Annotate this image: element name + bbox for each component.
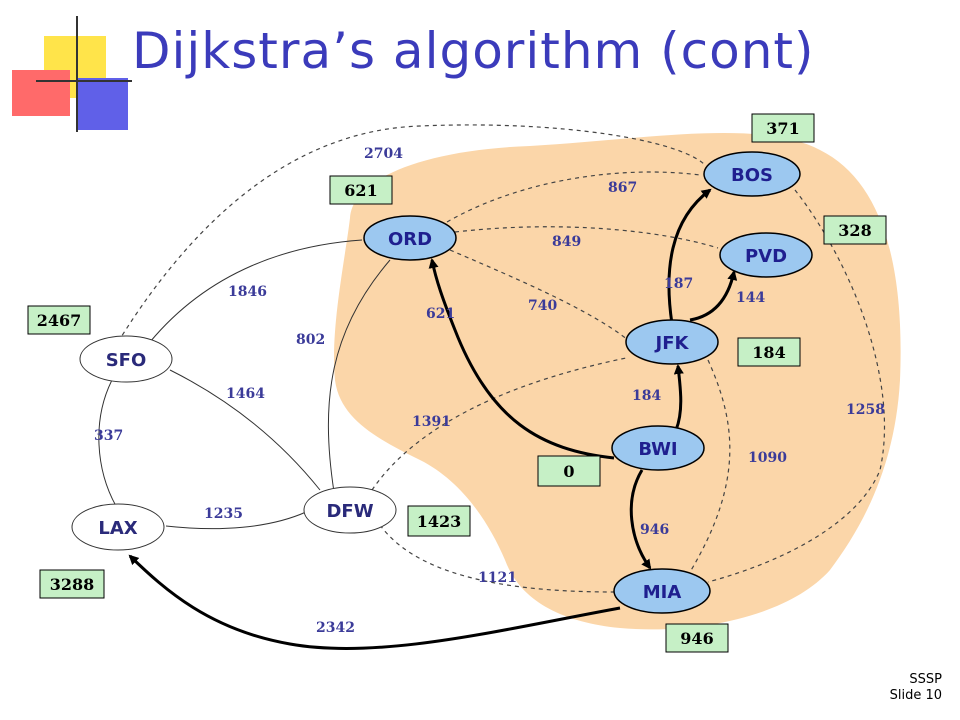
node-jfk-label: JFK: [654, 333, 690, 354]
edge-bwi-jfk: [673, 364, 684, 431]
node-dfw[interactable]: DFW: [303, 486, 397, 534]
decor-red-square: [12, 70, 70, 116]
node-bwi-label: BWI: [638, 439, 677, 460]
distance-pvd: 328: [838, 221, 871, 240]
node-pvd-label: PVD: [745, 246, 787, 267]
distance-box-jfk: 184: [737, 337, 801, 367]
distance-bwi: 0: [563, 462, 574, 481]
slide-footer: SSSP Slide 10: [890, 672, 942, 704]
edge-weight-mia-lax: 2342: [316, 620, 355, 636]
distance-box-lax: 3288: [39, 569, 105, 599]
distance-bos: 371: [766, 119, 799, 138]
edge-weight-sfo-bos: 2704: [364, 146, 403, 162]
distance-lax: 3288: [50, 575, 95, 594]
node-sfo-label: SFO: [106, 350, 147, 371]
distance-dfw: 1423: [417, 512, 462, 531]
node-jfk[interactable]: JFK: [625, 319, 719, 365]
distance-box-sfo: 2467: [27, 305, 91, 335]
edge-ord-pvd: [454, 226, 719, 249]
distance-box-ord: 621: [329, 175, 393, 205]
edge-weight-sfo-ord: 1846: [228, 284, 267, 300]
edge-sfo-dfw: [169, 369, 321, 491]
edge-mia-lax: [128, 554, 621, 650]
node-bos[interactable]: BOS: [703, 151, 801, 197]
edge-weight-bos-mia: 1258: [846, 402, 885, 418]
node-bos-label: BOS: [731, 165, 773, 186]
edge-weight-jfk-mia: 1090: [748, 450, 787, 466]
node-ord-label: ORD: [388, 229, 432, 250]
edge-ord-bos: [446, 171, 701, 223]
decor-horizontal-line: [36, 80, 132, 82]
distance-sfo: 2467: [37, 311, 82, 330]
edge-jfk-mia: [689, 359, 731, 573]
node-dfw-label: DFW: [326, 501, 373, 522]
edge-weight-dfw-jfk: 1391: [412, 414, 451, 430]
edge-weight-sfo-lax: 337: [94, 428, 123, 444]
edge-ord-jfk: [449, 249, 629, 341]
decor-vertical-line: [76, 16, 78, 132]
distance-box-bwi: 0: [537, 455, 601, 487]
edge-sfo-bos: [117, 124, 706, 343]
edge-weight-dfw-mia: 1121: [478, 570, 517, 586]
distance-ord: 621: [344, 181, 377, 200]
node-bwi[interactable]: BWI: [611, 425, 705, 471]
edge-weight-ord-pvd: 849: [552, 234, 581, 250]
edge-dfw-mia: [379, 524, 615, 593]
distance-box-dfw: 1423: [407, 505, 471, 537]
edge-weight-jfk-bos: 187: [664, 276, 693, 292]
node-mia-label: MIA: [643, 582, 682, 603]
node-ord[interactable]: ORD: [363, 215, 457, 261]
node-sfo[interactable]: SFO: [79, 335, 173, 383]
edge-bwi-ord: [428, 258, 615, 460]
edge-bos-mia: [707, 189, 886, 583]
footer-slide-number: Slide 10: [889, 688, 942, 703]
edge-dfw-ord: [327, 259, 391, 493]
edge-sfo-lax: [98, 379, 117, 507]
edge-weight-jfk-pvd: 144: [736, 290, 765, 306]
footer-topic: SSSP: [909, 672, 942, 687]
edge-weight-lax-dfw: 1235: [204, 506, 243, 522]
visited-cloud: [333, 133, 901, 630]
distance-box-mia: 946: [665, 623, 729, 653]
decor-blue-square: [76, 78, 128, 130]
node-lax-label: LAX: [98, 518, 137, 539]
distance-mia: 946: [680, 629, 713, 648]
edge-bwi-mia: [629, 469, 652, 570]
edge-weight-bwi-mia: 946: [640, 522, 669, 538]
edge-weight-bwi-ord: 621: [426, 306, 455, 322]
edge-sfo-ord: [149, 239, 363, 343]
edge-jfk-pvd: [689, 270, 738, 322]
node-lax[interactable]: LAX: [71, 503, 165, 551]
edge-jfk-bos: [667, 188, 712, 325]
edge-weight-bwi-jfk: 184: [632, 388, 661, 404]
distance-jfk: 184: [752, 343, 785, 362]
edge-lax-dfw: [165, 511, 307, 530]
distance-box-bos: 371: [751, 113, 815, 143]
edge-weight-ord-jfk: 740: [528, 298, 557, 314]
slide-title: Dijkstra’s algorithm (cont): [132, 22, 815, 80]
node-mia[interactable]: MIA: [613, 568, 711, 614]
edge-weight-ord-bos: 867: [608, 180, 637, 196]
distance-box-pvd: 328: [823, 215, 887, 245]
edge-dfw-jfk: [371, 357, 627, 491]
edge-weight-sfo-dfw: 1464: [226, 386, 265, 402]
edge-weight-dfw-ord: 802: [296, 332, 325, 348]
node-pvd[interactable]: PVD: [719, 232, 813, 278]
